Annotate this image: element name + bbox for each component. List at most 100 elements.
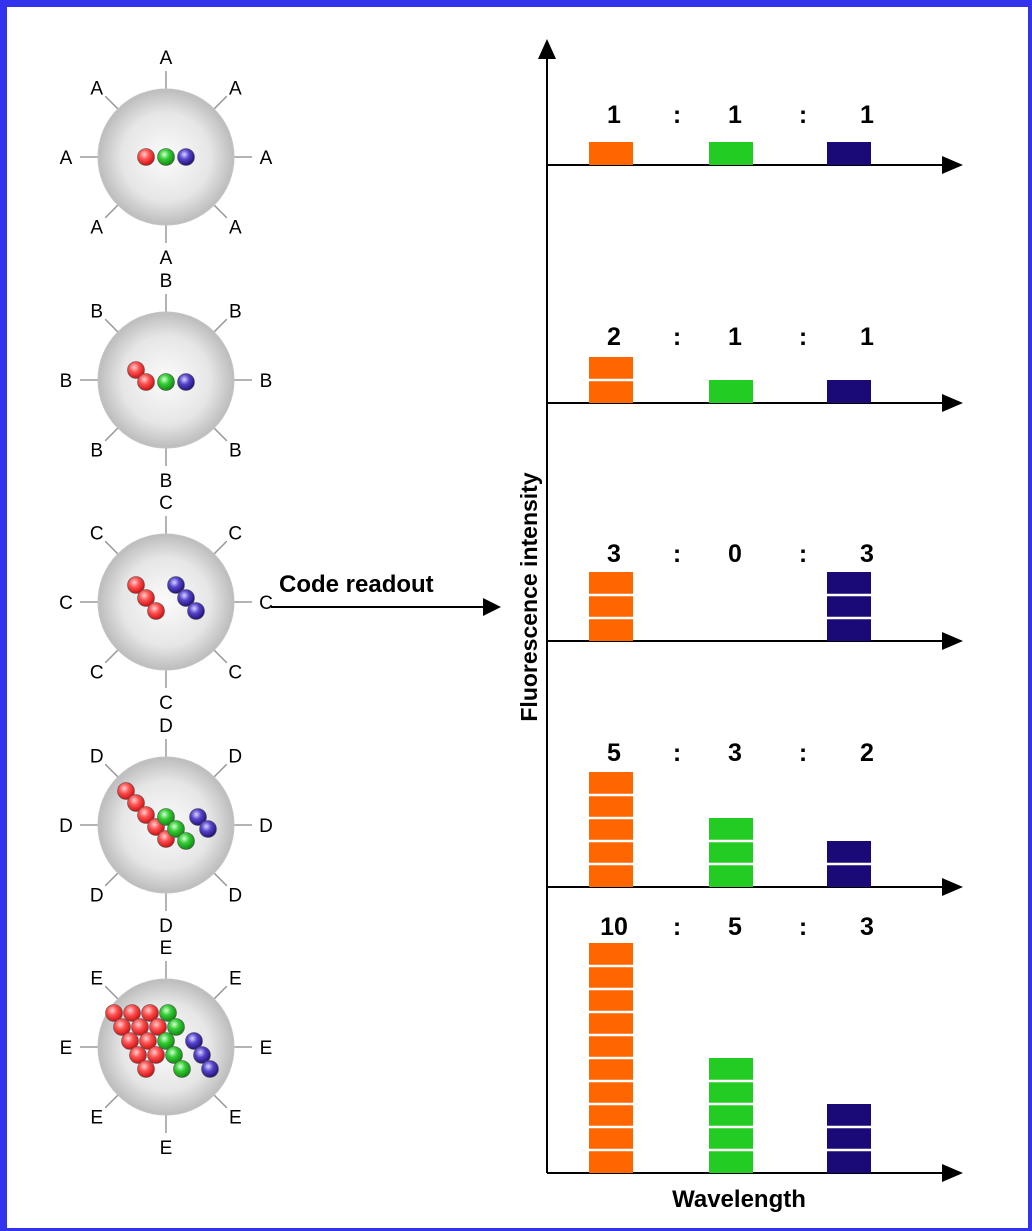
spike — [213, 1094, 228, 1109]
bar-green — [709, 380, 753, 403]
particle-label: B — [90, 302, 103, 323]
ratio-separator: : — [673, 323, 681, 351]
bar-orange — [589, 943, 633, 1173]
bead-red — [127, 576, 145, 594]
bar-blue — [827, 380, 871, 403]
particle-label: A — [90, 217, 103, 238]
ratio-value: 1 — [860, 323, 874, 351]
bar-orange — [589, 142, 633, 165]
spike — [213, 95, 228, 110]
particle-label: B — [260, 371, 273, 392]
ratio-value: 3 — [860, 540, 874, 568]
particle-label: D — [59, 816, 73, 837]
particle-label: B — [229, 440, 242, 461]
spike — [104, 649, 119, 664]
spike — [104, 318, 119, 333]
bead-red — [147, 602, 165, 620]
spike — [104, 427, 119, 442]
particle-label: B — [160, 471, 173, 492]
particle-label: A — [160, 248, 173, 269]
ratio-separator: : — [799, 739, 807, 767]
spike — [104, 1094, 119, 1109]
bead-red — [137, 806, 155, 824]
x-axis-label: Wavelength — [672, 1186, 806, 1213]
ratio-value: 0 — [728, 540, 742, 568]
bead-green — [157, 373, 175, 391]
bead-red — [147, 1046, 165, 1064]
x-axis-arrow — [942, 878, 963, 896]
bead-blue — [185, 1032, 203, 1050]
particle-label: C — [228, 662, 242, 683]
bar-blue — [827, 841, 871, 887]
spike — [213, 318, 228, 333]
x-axis-arrow — [942, 394, 963, 412]
spike — [104, 204, 119, 219]
bead-red — [137, 589, 155, 607]
spike — [104, 95, 119, 110]
spike — [213, 985, 228, 1000]
particle-label: C — [259, 593, 273, 614]
ratio-separator: : — [799, 913, 807, 941]
ratio-value: 3 — [607, 540, 621, 568]
spike — [104, 763, 119, 778]
bar-orange — [589, 572, 633, 641]
bar-green — [709, 142, 753, 165]
panel-1: 1 1 1:: — [547, 101, 963, 174]
bead-green — [159, 1004, 177, 1022]
ratio-value: 5 — [728, 913, 742, 941]
particle-label: D — [159, 916, 173, 937]
bar-blue — [827, 1104, 871, 1173]
bar-blue — [827, 142, 871, 165]
particle-label: A — [229, 217, 242, 238]
particle-label: A — [60, 148, 73, 169]
bead-red — [129, 1046, 147, 1064]
bar-orange — [589, 772, 633, 887]
bar-blue — [827, 572, 871, 641]
particle-label: E — [90, 1107, 103, 1128]
particle-label: C — [159, 493, 173, 514]
bead-red — [137, 148, 155, 166]
particle-label: E — [160, 1138, 173, 1159]
ratio-value: 1 — [728, 101, 742, 129]
bead-red — [113, 1018, 131, 1036]
particle-label: A — [90, 79, 103, 100]
bar-blue-fill — [827, 1104, 871, 1173]
particle-label: E — [160, 938, 173, 959]
bar-blue-fill — [827, 142, 871, 165]
ratio-separator: : — [673, 101, 681, 129]
particle-label: D — [159, 716, 173, 737]
ratio-value: 1 — [860, 101, 874, 129]
ratio-value: 1 — [607, 101, 621, 129]
bead-blue — [193, 1046, 211, 1064]
ratio-separator: : — [799, 101, 807, 129]
x-axis-arrow — [942, 156, 963, 174]
bead-green — [173, 1060, 191, 1078]
spike — [213, 872, 228, 887]
code-readout-label: Code readout — [279, 571, 434, 598]
particle-label: D — [90, 747, 104, 768]
ratio-separator: : — [799, 323, 807, 351]
bead-green — [157, 148, 175, 166]
bead-red — [137, 1060, 155, 1078]
ratio-value: 1 — [728, 323, 742, 351]
bead-green — [165, 1046, 183, 1064]
particle-label: E — [229, 1107, 242, 1128]
bead-green — [167, 820, 185, 838]
bead-blue — [177, 589, 195, 607]
particle-label: B — [90, 440, 103, 461]
particle-label: A — [160, 48, 173, 69]
spike — [213, 540, 228, 555]
particle-label: E — [60, 1038, 73, 1059]
bead-red — [127, 361, 145, 379]
particle-label: C — [159, 693, 173, 714]
ratio-value: 3 — [860, 913, 874, 941]
bead-blue — [187, 602, 205, 620]
bead-blue — [201, 1060, 219, 1078]
ratio-value: 2 — [860, 739, 874, 767]
